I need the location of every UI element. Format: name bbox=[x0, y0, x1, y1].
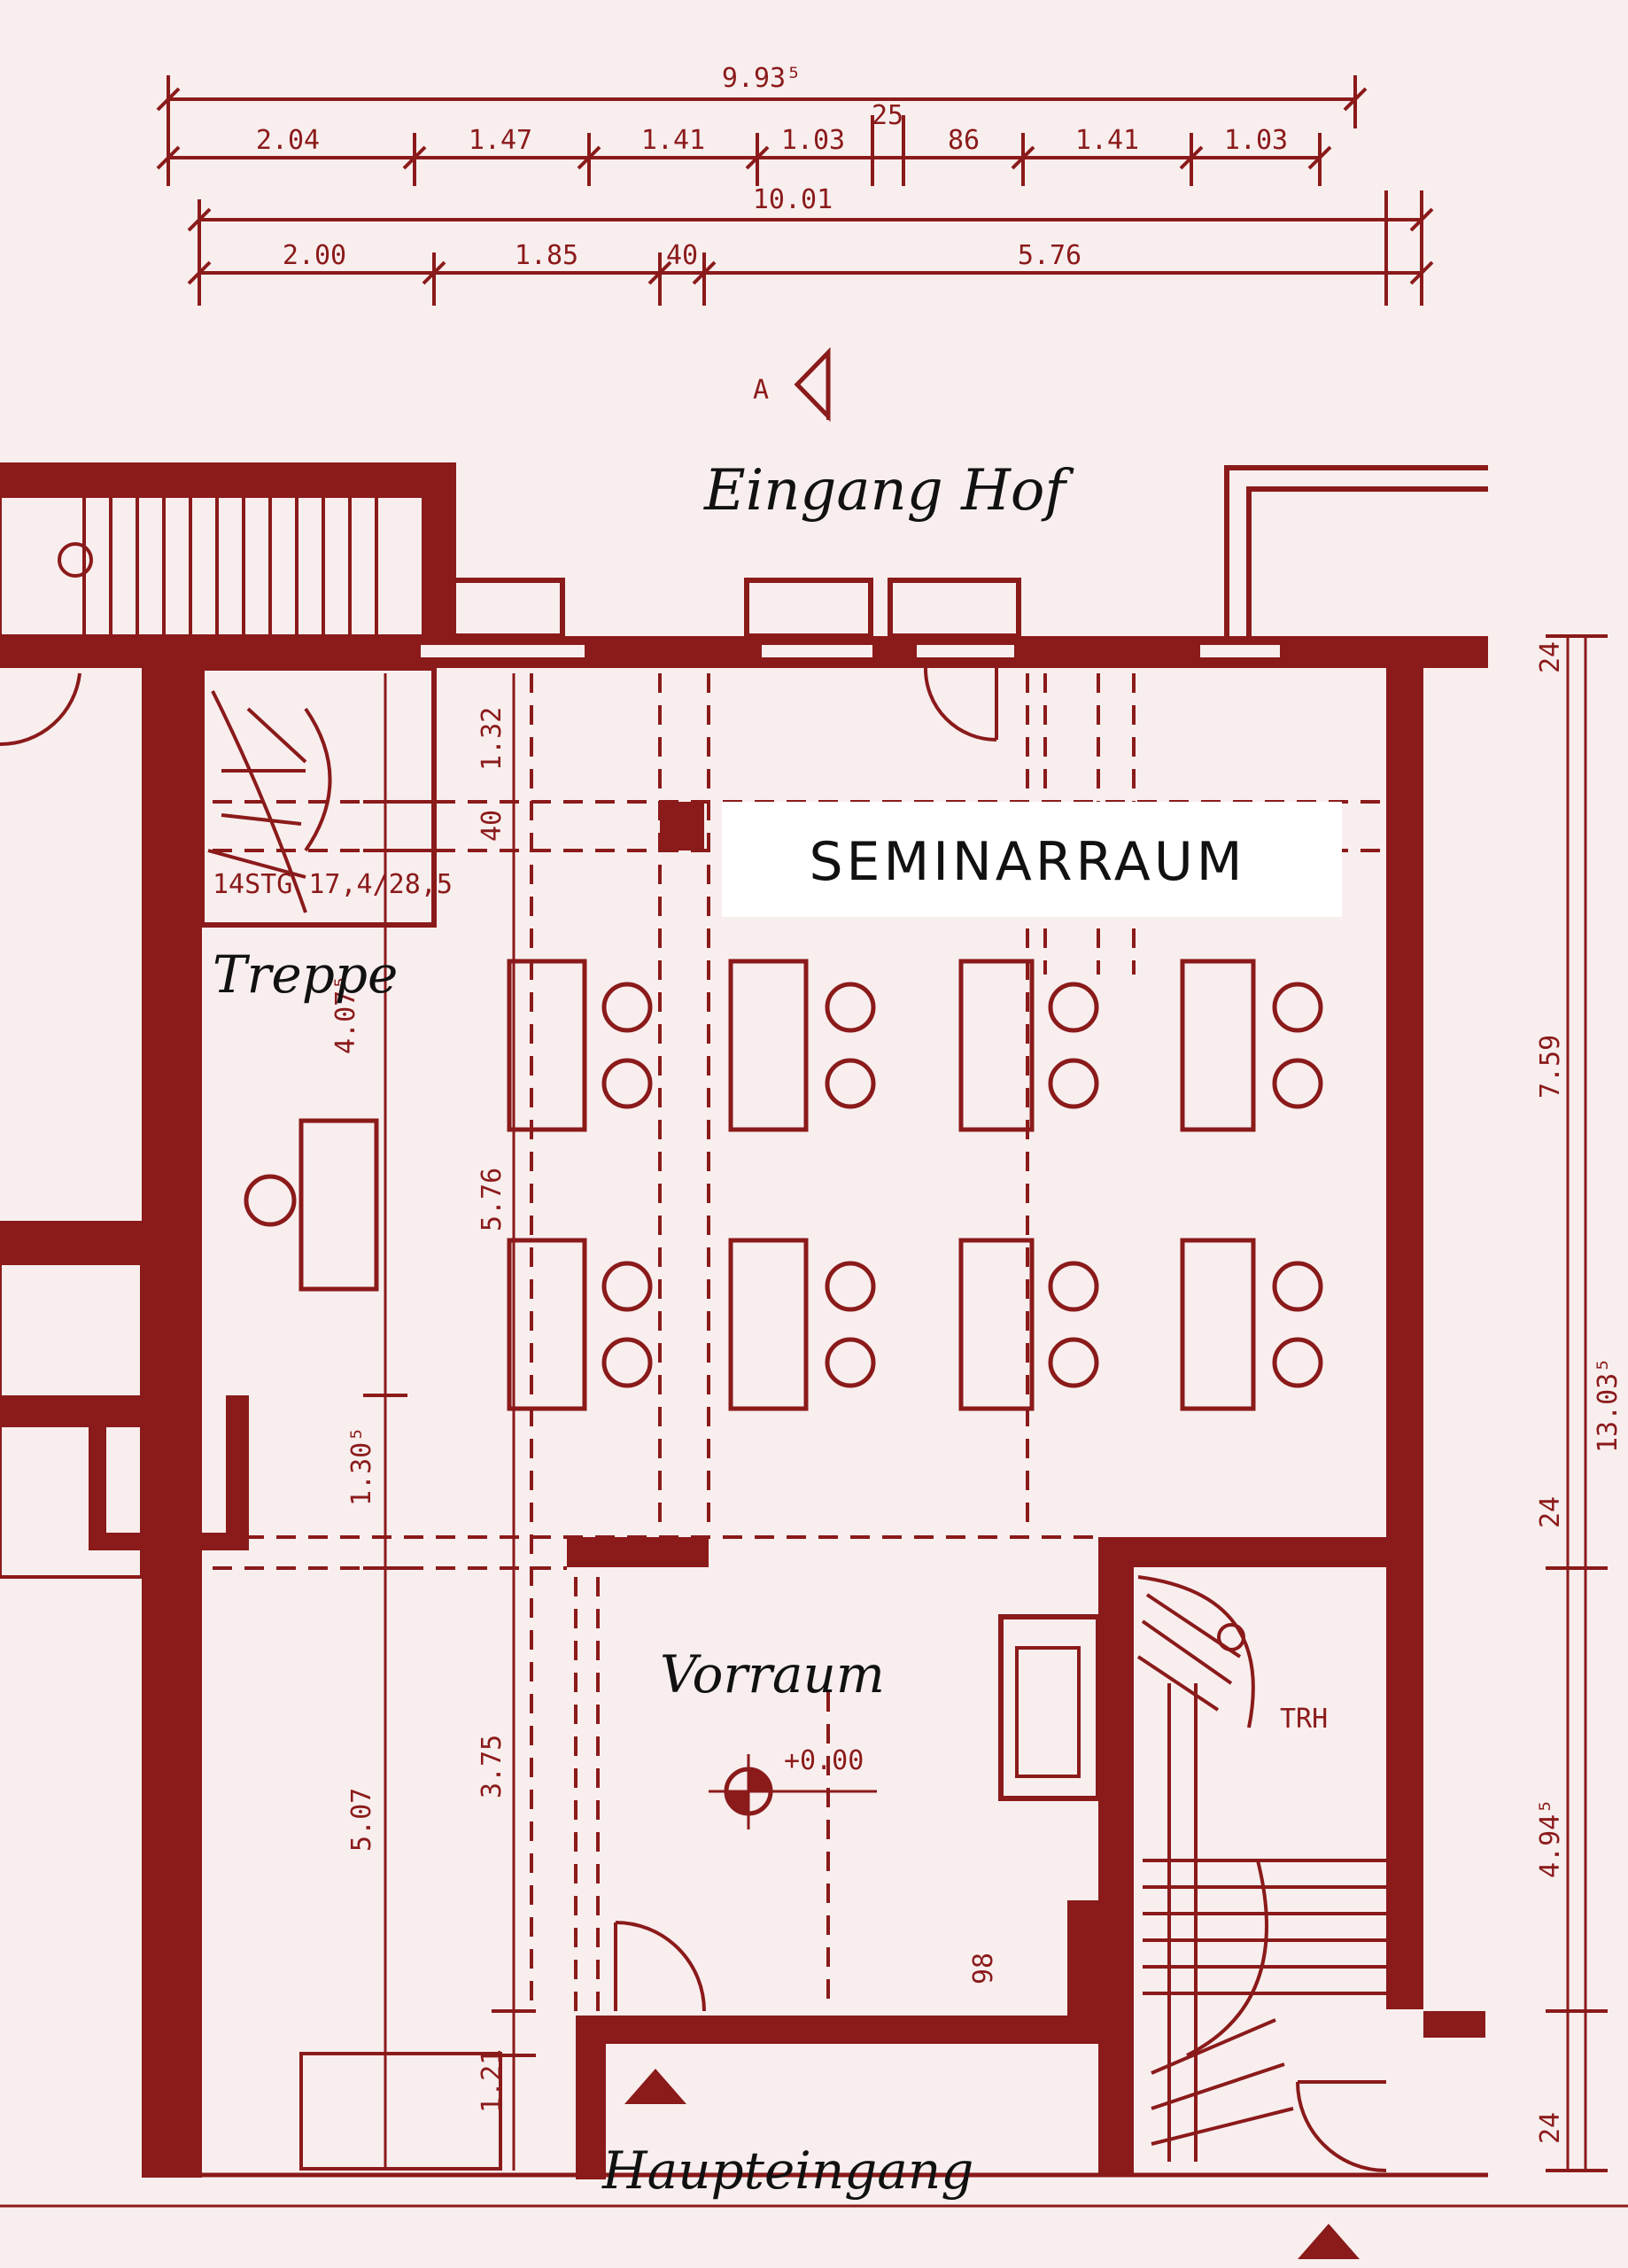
walls bbox=[0, 462, 1488, 2179]
label-haupteingang: Haupteingang bbox=[601, 2140, 973, 2201]
label-trh: TRH bbox=[1280, 1704, 1328, 1735]
dim-right-small: 24 bbox=[1535, 2112, 1566, 2144]
dim-inner-vertical: 40 bbox=[477, 810, 508, 842]
dim-bottom-seg: 2.00 bbox=[283, 240, 346, 271]
label-vorraum: Vorraum bbox=[660, 1644, 885, 1705]
dim-top-seg: 25 bbox=[872, 100, 903, 131]
level-marker-icon: +0.00 bbox=[709, 1745, 877, 1829]
inner-dimension-labels: 4.07⁵ 1.30⁵ 5.07 1.32 40 5.76 3.75 1.21 … bbox=[330, 641, 1624, 2144]
dim-bottom-seg: 40 bbox=[666, 240, 698, 271]
dim-bottom-seg: 1.85 bbox=[515, 240, 578, 271]
dim-left-vertical: 4.07⁵ bbox=[330, 975, 361, 1054]
dim-top-seg: 1.03 bbox=[781, 125, 845, 156]
dim-top-seg: 2.04 bbox=[256, 125, 320, 156]
dim-right-lower: 4.94⁵ bbox=[1535, 1798, 1566, 1878]
dim-top-seg: 86 bbox=[948, 125, 980, 156]
label-treppe: Treppe bbox=[213, 944, 398, 1005]
dim-left-vertical: 5.07 bbox=[346, 1788, 377, 1852]
dim-top-seg: 1.41 bbox=[1075, 125, 1139, 156]
wall-outlines bbox=[0, 465, 1628, 2208]
seminarraum-label-box bbox=[722, 802, 1342, 917]
dim-top-seg: 1.03 bbox=[1224, 125, 1288, 156]
label-eingang-hof: Eingang Hof bbox=[703, 458, 1074, 524]
dim-inner-vertical: 5.76 bbox=[477, 1168, 508, 1231]
chairs bbox=[601, 982, 1323, 1388]
dim-right-top: 7.59 bbox=[1535, 1035, 1566, 1099]
doors bbox=[0, 667, 1387, 2172]
stair-bottom-right bbox=[1136, 1575, 1386, 2162]
dim-bottom-seg: 5.76 bbox=[1018, 240, 1081, 271]
dim-right-small: 24 bbox=[1535, 1496, 1566, 1528]
furniture bbox=[244, 959, 1256, 1411]
dim-inner-vertical: 1.32 bbox=[477, 707, 508, 771]
level-value: +0.00 bbox=[784, 1745, 864, 1776]
stair-note: 14STG 17,4/28,5 bbox=[213, 869, 453, 900]
entrance-arrow-icon bbox=[624, 2069, 686, 2104]
dim-right-small: 24 bbox=[1535, 641, 1566, 673]
dim-door: 98 bbox=[968, 1953, 999, 1984]
inner-dimension-lines bbox=[384, 636, 1587, 2171]
dimension-chains bbox=[167, 75, 1423, 306]
entrance-arrows bbox=[624, 2069, 1360, 2259]
section-marker-label: A bbox=[753, 375, 769, 406]
dim-inner-vertical: 3.75 bbox=[477, 1735, 508, 1798]
entrance-arrow-icon bbox=[1298, 2224, 1360, 2259]
window-openings bbox=[421, 645, 1280, 657]
dim-inner-vertical: 1.21 bbox=[477, 2049, 508, 2113]
dim-top-seg: 1.41 bbox=[641, 125, 705, 156]
dim-top-seg: 1.47 bbox=[469, 125, 532, 156]
stair-top-left bbox=[0, 494, 434, 913]
dim-top-total: 9.93⁵ bbox=[722, 63, 802, 94]
dim-middle-total: 10.01 bbox=[753, 184, 833, 215]
dimension-labels: 9.93⁵ 2.04 1.47 1.41 1.03 25 86 1.41 1.0… bbox=[256, 63, 1288, 271]
dim-right-total: 13.03⁵ bbox=[1593, 1357, 1624, 1453]
inner-dimension-ticks bbox=[363, 634, 1608, 2172]
section-marker-a: A bbox=[753, 346, 831, 425]
dim-left-vertical: 1.30⁵ bbox=[346, 1426, 377, 1506]
dimension-ticks bbox=[156, 87, 1434, 285]
label-seminarraum: SEMINARRAUM bbox=[809, 831, 1245, 893]
